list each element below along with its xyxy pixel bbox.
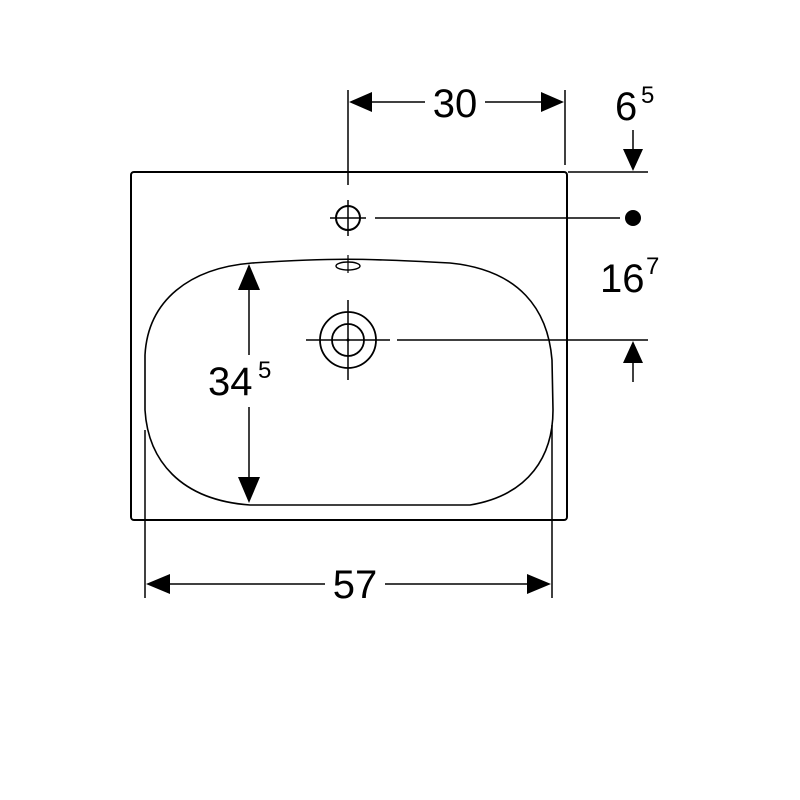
dimension-34-sup: 5 <box>258 357 271 384</box>
dimension-34-5: 34 5 <box>205 264 285 503</box>
dimension-6-sup: 5 <box>641 82 654 109</box>
dimension-16-label: 16 <box>600 257 645 301</box>
dimension-57-label: 57 <box>333 563 378 607</box>
dimension-57: 57 <box>144 425 553 607</box>
taphole-reference-dot <box>625 210 641 226</box>
dimension-34-label: 34 <box>208 360 253 404</box>
tap-hole-icon <box>330 200 366 236</box>
dimension-30: 30 <box>347 82 566 185</box>
dimension-16-7: 16 7 <box>600 253 659 382</box>
dimension-6-label: 6 <box>615 85 637 129</box>
overflow-icon <box>335 255 361 273</box>
basin-outline <box>130 171 568 521</box>
drain-icon <box>306 300 390 380</box>
dimension-6-5: 6 5 <box>568 82 654 173</box>
bowl-outline <box>144 258 554 506</box>
dimension-30-label: 30 <box>433 82 478 126</box>
dimension-16-sup: 7 <box>646 253 659 280</box>
